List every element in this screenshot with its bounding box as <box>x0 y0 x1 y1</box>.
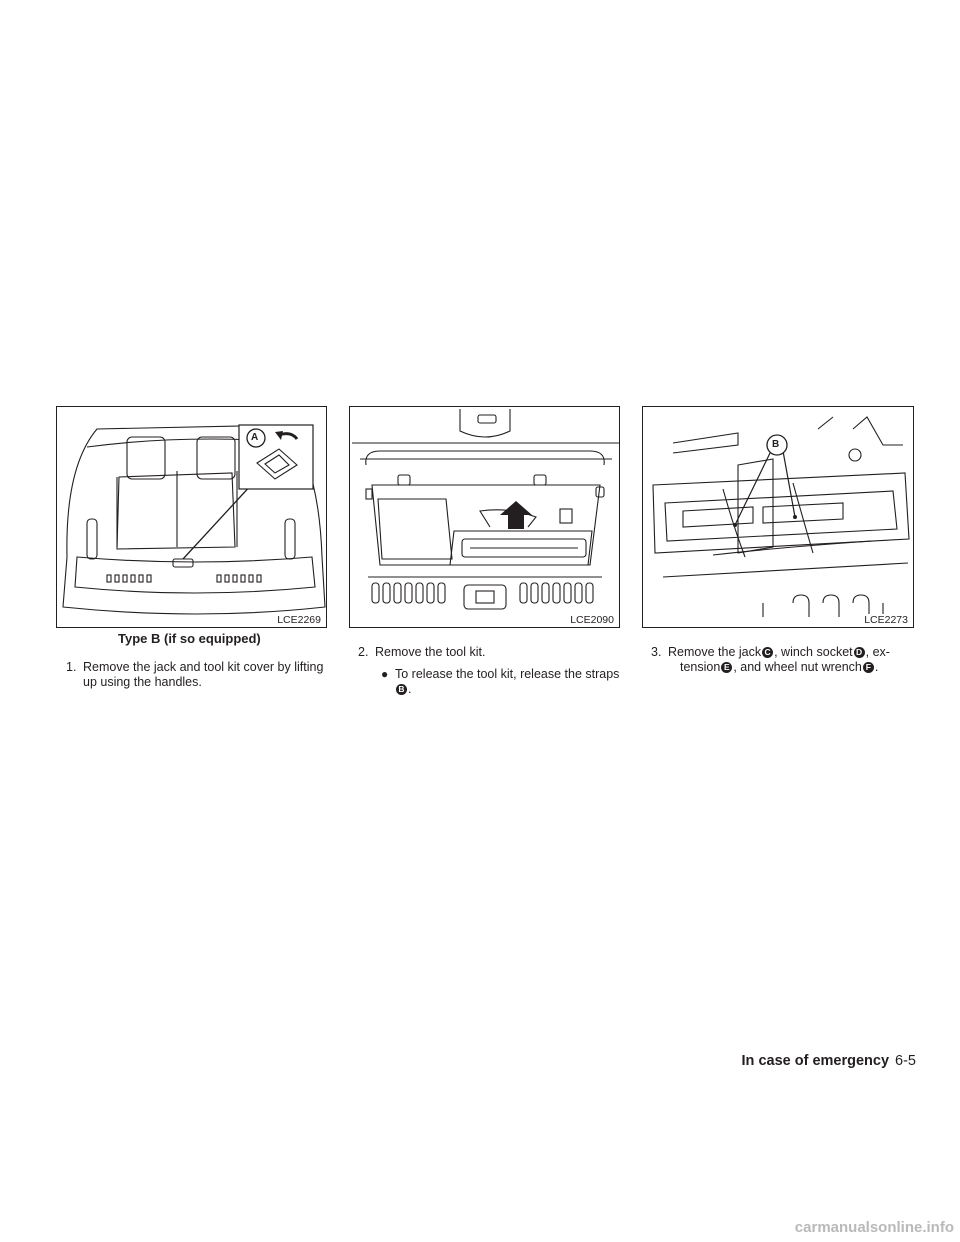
callout-b-label: B <box>772 439 780 450</box>
step-number: 3. <box>651 645 662 659</box>
step-text: Remove the jack and tool kit cover by li… <box>83 660 324 689</box>
step-text: Remove the tool kit. <box>375 645 486 659</box>
tool-kit-illustration <box>352 409 619 610</box>
jack-tools-illustration <box>652 416 910 617</box>
step-text: , winch socket <box>774 645 853 659</box>
figure-caption: Type B (if so equipped) <box>118 631 261 646</box>
step-text: Remove the jack <box>668 645 762 659</box>
bullet-dot-icon: ● <box>381 667 389 681</box>
figure-code: LCE2090 <box>569 614 615 626</box>
page-footer: In case of emergency 6-5 <box>742 1053 916 1069</box>
step-number: 2. <box>358 645 369 659</box>
marker-c-icon: C <box>762 647 774 658</box>
bullet-text: To release the tool kit, release the str… <box>395 667 620 681</box>
marker-e-icon: E <box>721 662 733 673</box>
figure-code: LCE2273 <box>863 614 909 626</box>
step-text: , and wheel nut wrench <box>733 660 862 674</box>
step-text: tension <box>680 660 721 674</box>
step-text: , ex- <box>865 645 890 659</box>
marker-b-icon: B <box>396 684 407 695</box>
step-text: . <box>874 660 879 674</box>
figure-jack-tools: B LCE2273 <box>642 406 914 628</box>
figure-tool-kit: LCE2090 <box>349 406 620 628</box>
marker-f-icon: F <box>862 662 874 673</box>
section-title: In case of emergency <box>741 1053 890 1069</box>
cargo-area-illustration <box>62 424 326 615</box>
bullet-text-end: . <box>408 682 412 696</box>
step-2-bullet: ● To release the tool kit, release the s… <box>381 667 621 697</box>
step-2: 2. Remove the tool kit. <box>358 645 620 660</box>
callout-a-label: A <box>251 432 259 443</box>
page-number: 6-5 <box>895 1053 916 1069</box>
step-number: 1. <box>66 660 77 674</box>
figure-code: LCE2269 <box>276 614 322 626</box>
figure-cargo-cover: A LCE2269 <box>56 406 327 628</box>
watermark: carmanualsonline.info <box>794 1219 954 1236</box>
marker-d-icon: D <box>853 647 865 658</box>
step-1: 1. Remove the jack and tool kit cover by… <box>66 660 328 690</box>
